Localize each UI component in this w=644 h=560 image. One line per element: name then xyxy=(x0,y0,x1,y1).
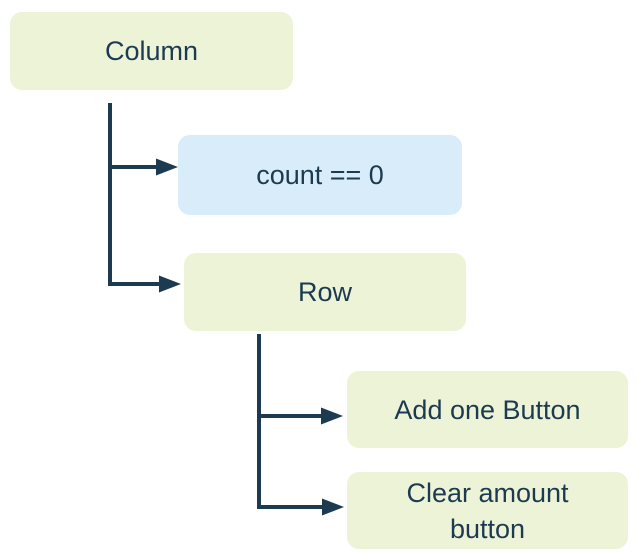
arrowhead-add-one-button xyxy=(321,407,343,425)
edge-row-to-add-one-button xyxy=(259,407,343,425)
edge-trunk-row xyxy=(257,334,322,509)
node-count-condition-label: count == 0 xyxy=(256,160,384,190)
node-row: Row xyxy=(184,253,466,331)
arrowhead-row xyxy=(159,275,181,293)
node-row-label: Row xyxy=(297,277,352,307)
node-column-label: Column xyxy=(104,36,199,66)
node-column: Column xyxy=(10,12,293,90)
node-clear-amount-button-label: Clear amount button xyxy=(406,477,569,544)
node-clear-amount-button: Clear amount button xyxy=(347,472,628,549)
edge-column-to-count-condition xyxy=(110,158,178,176)
node-count-condition: count == 0 xyxy=(178,135,462,215)
arrowhead-count-condition xyxy=(156,158,178,176)
node-add-one-button-label: Add one Button xyxy=(394,394,581,425)
edge-column-to-row xyxy=(159,275,181,293)
edge-trunk-column xyxy=(108,103,160,286)
node-add-one-button: Add one Button xyxy=(347,371,628,448)
arrowhead-clear-amount-button xyxy=(322,498,344,516)
edge-row-to-clear-amount-button xyxy=(322,498,344,516)
